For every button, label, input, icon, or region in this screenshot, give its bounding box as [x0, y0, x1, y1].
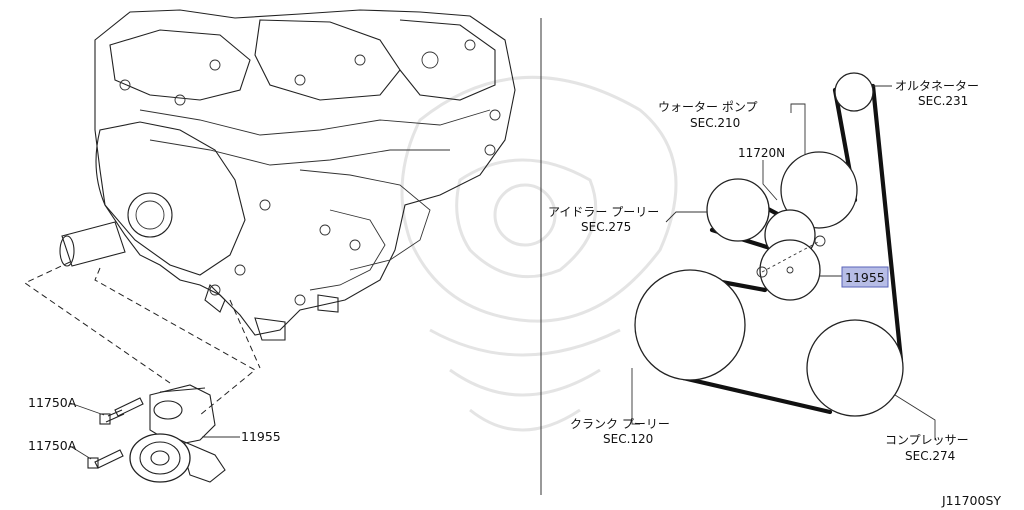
compressor-sec-label[interactable]: SEC.274	[905, 449, 955, 463]
bolt-upper	[99, 397, 144, 425]
watermark	[400, 75, 678, 432]
idler-pulley	[706, 178, 770, 242]
crank-pulley	[634, 269, 746, 381]
bolt-lower	[87, 449, 124, 469]
alternator-label: オルタネーター	[895, 79, 979, 93]
water-pump-pulley	[780, 151, 858, 229]
water-pump-label: ウォーター ポンプ	[658, 100, 757, 114]
crank-pulley-label: クランク プーリー	[570, 417, 670, 431]
idler-pulley-sec-label[interactable]: SEC.275	[581, 220, 631, 234]
locator-lines	[23, 261, 261, 416]
tensioner-left-label: 11955	[241, 429, 281, 444]
alternator-sec-label[interactable]: SEC.231	[918, 94, 968, 108]
crank-pulley-sec-label[interactable]: SEC.120	[603, 432, 653, 446]
idler-part-label: 11720N	[738, 146, 785, 160]
tensioner-highlight-label[interactable]: 11955	[845, 270, 885, 285]
tensioner-arm	[756, 235, 826, 278]
engine-drawing	[59, 9, 516, 341]
tensioner-assembly-drawing	[129, 384, 226, 483]
alternator-pulley	[834, 72, 874, 112]
compressor-pulley	[806, 319, 904, 417]
bolt-lower-label: 11750A	[28, 438, 77, 453]
diagram-code: J11700SY	[941, 493, 1001, 508]
bolt-upper-label: 11750A	[28, 395, 77, 410]
part-number-highlight	[841, 266, 889, 288]
idler-pulley-label: アイドラー プーリー	[548, 205, 659, 219]
compressor-label: コンプレッサー	[885, 433, 969, 447]
water-pump-sec-label[interactable]: SEC.210	[690, 116, 740, 130]
tensioner-pulley	[759, 239, 821, 301]
